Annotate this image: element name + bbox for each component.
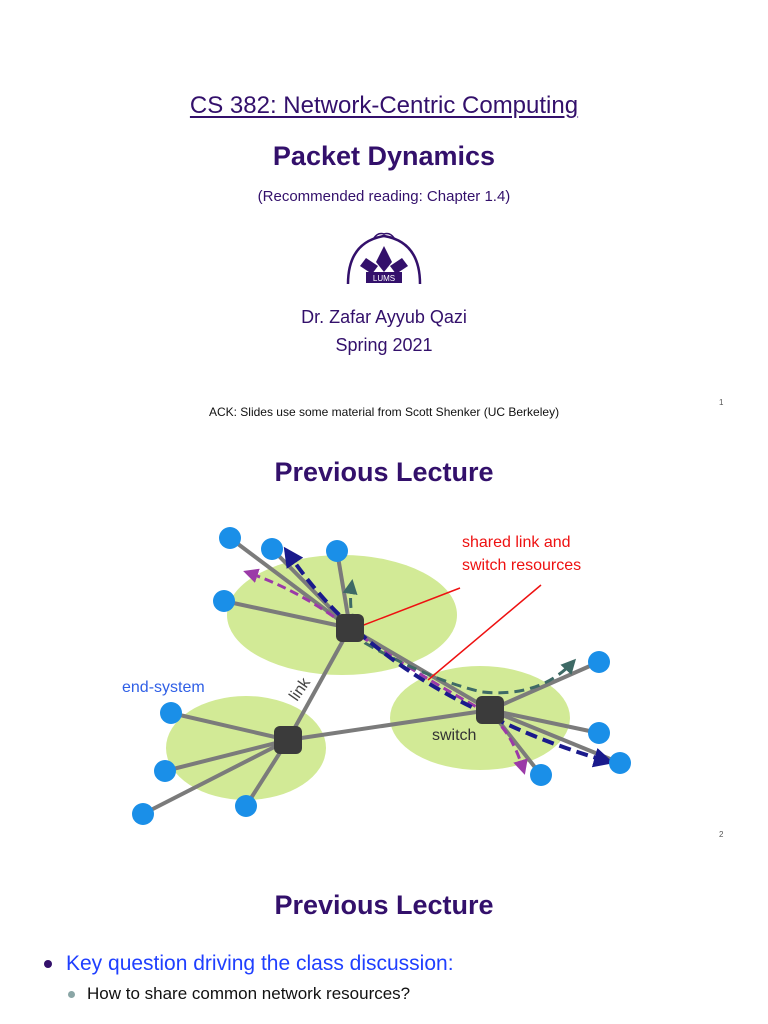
sub-bullet-item: How to share common network resources? bbox=[68, 984, 410, 1004]
switch-node bbox=[336, 614, 364, 642]
annotation-pointer bbox=[355, 587, 461, 629]
recommended-reading: (Recommended reading: Chapter 1.4) bbox=[257, 188, 511, 205]
end-system-node bbox=[261, 538, 283, 560]
switch-label: switch bbox=[432, 727, 476, 744]
course-title: CS 382: Network-Centric Computing bbox=[189, 92, 579, 119]
slide-title: Packet Dynamics bbox=[272, 141, 496, 171]
end-system-node bbox=[160, 702, 182, 724]
end-system-node bbox=[530, 764, 552, 786]
slide-title-previous-lecture: Previous Lecture bbox=[274, 457, 494, 487]
term: Spring 2021 bbox=[335, 335, 433, 355]
end-system-node bbox=[132, 803, 154, 825]
end-system-node bbox=[588, 722, 610, 744]
shared-resources-label: shared link and bbox=[462, 534, 571, 551]
end-system-node bbox=[219, 527, 241, 549]
sub-bullet-dot bbox=[68, 990, 75, 998]
end-system-node bbox=[213, 590, 235, 612]
author-name: Dr. Zafar Ayyub Qazi bbox=[301, 307, 467, 327]
end-system-node bbox=[588, 651, 610, 673]
page-number-2: 2 bbox=[719, 830, 724, 839]
page-number-1: 1 bbox=[719, 398, 724, 407]
switch-node bbox=[476, 696, 504, 724]
end-system-node bbox=[235, 795, 257, 817]
slide-title-previous-lecture-2: Previous Lecture bbox=[274, 890, 494, 920]
acknowledgement: ACK: Slides use some material from Scott… bbox=[208, 405, 560, 419]
end-system-label: end-system bbox=[122, 679, 205, 696]
switch-node bbox=[274, 726, 302, 754]
flow-path-blue bbox=[283, 546, 614, 768]
shared-resources-label: switch resources bbox=[462, 557, 581, 574]
logo-text: LUMS bbox=[373, 274, 395, 283]
lums-logo: LUMS bbox=[346, 232, 422, 285]
network-diagram: shared link and switch resources end-sys… bbox=[122, 527, 631, 825]
end-system-node bbox=[326, 540, 348, 562]
annotation-pointer bbox=[427, 584, 542, 681]
end-system-node bbox=[609, 752, 631, 774]
sub-bullet-text: How to share common network resources? bbox=[87, 984, 411, 1003]
bullet-text: Key question driving the class discussio… bbox=[66, 952, 454, 975]
end-system-node bbox=[154, 760, 176, 782]
bullet-item: Key question driving the class discussio… bbox=[44, 952, 454, 976]
bullet-dot bbox=[44, 960, 52, 968]
